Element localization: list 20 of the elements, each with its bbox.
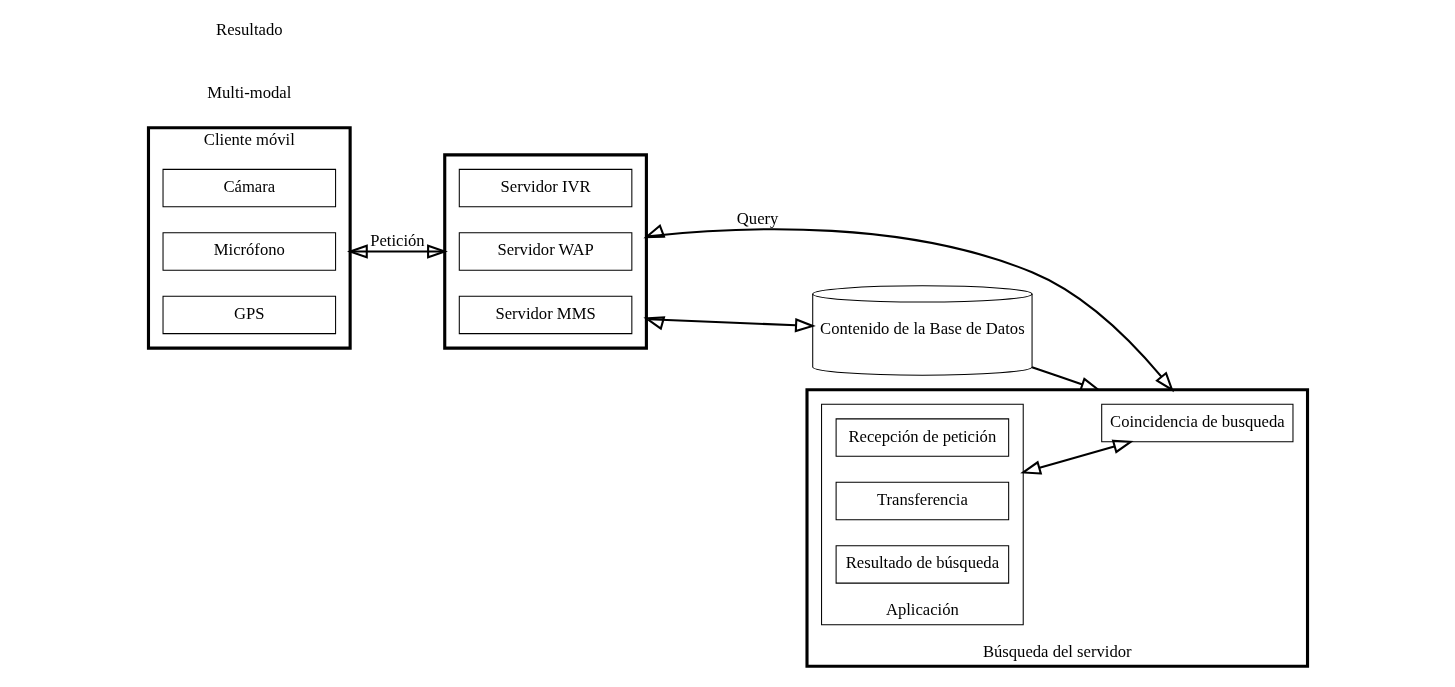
arrow: [346, 244, 448, 259]
arrow: [642, 223, 1174, 393]
arrow: [642, 316, 816, 333]
node-box: Servidor IVR: [458, 168, 632, 208]
node-box: Transferencia: [835, 481, 1009, 521]
edge-label: Query: [736, 209, 778, 229]
node-box: Recepción de petición: [835, 418, 1009, 457]
node-box: GPS: [162, 295, 336, 335]
node-box: Servidor MMS: [458, 295, 632, 335]
node-box: Cámara: [162, 168, 336, 208]
label: Multi-modal: [206, 83, 291, 103]
node-box: Servidor WAP: [458, 232, 632, 271]
node-box: Micrófono: [162, 232, 336, 271]
arrow: [1031, 366, 1101, 391]
cluster: [442, 153, 648, 350]
node-box: Coincidencia de busqueda: [1100, 403, 1293, 443]
label: Resultado: [215, 20, 283, 40]
arrow: [1019, 439, 1134, 475]
node-box: Resultado de búsqueda: [835, 545, 1009, 584]
edge-label: Petición: [369, 231, 425, 251]
